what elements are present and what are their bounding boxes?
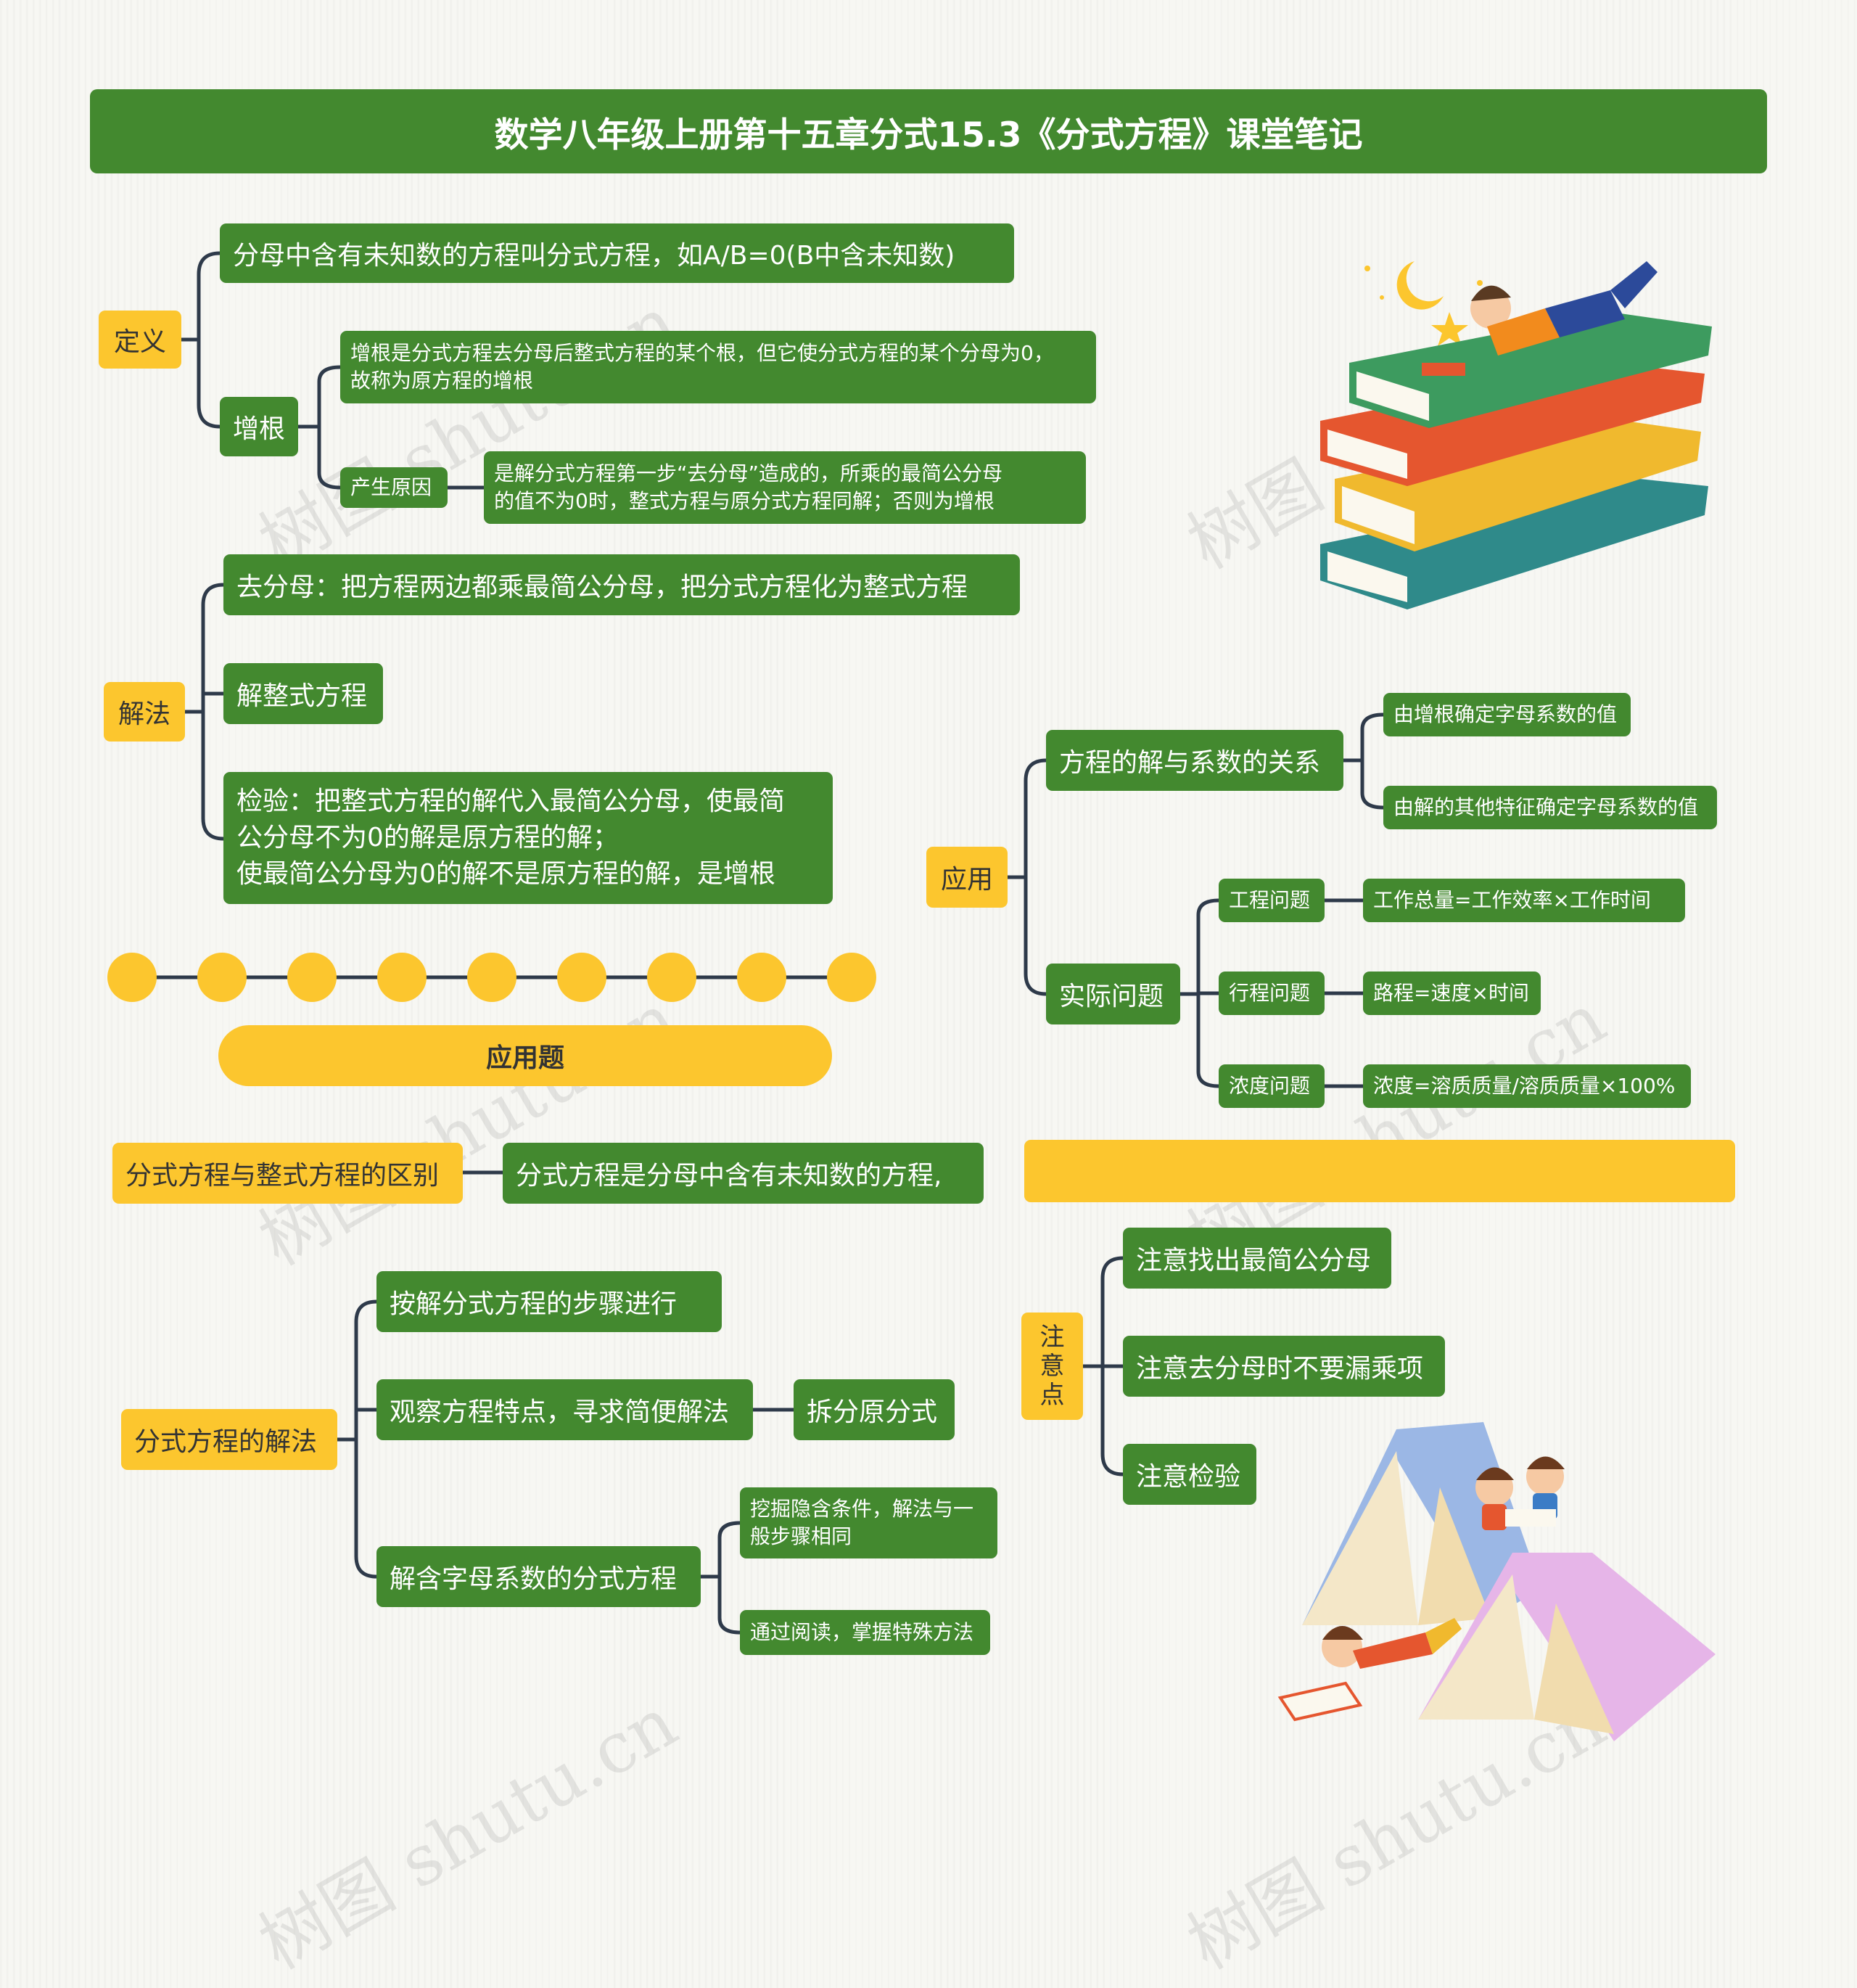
- star-icon: [1431, 312, 1468, 346]
- kids-reading-illustration: [1277, 1422, 1716, 1741]
- decor-dot: [737, 953, 786, 1002]
- solution-label: 解法: [104, 682, 185, 742]
- method-steps: 按解分式方程的步骤进行: [376, 1271, 722, 1332]
- method-observe: 观察方程特点，寻求简便解法: [376, 1379, 753, 1440]
- page-title: 数学八年级上册第十五章分式15.3《分式方程》课堂笔记: [90, 89, 1767, 173]
- decor-dot: [377, 953, 427, 1002]
- attention-label: 注 意 点: [1021, 1313, 1083, 1420]
- attention-item-1: 注意找出最简公分母: [1123, 1228, 1391, 1289]
- application-label: 应用: [926, 847, 1008, 908]
- method-letter: 解含字母系数的分式方程: [376, 1546, 701, 1607]
- decor-dot: [197, 953, 247, 1002]
- difference-text: 分式方程是分母中含有未知数的方程,: [503, 1143, 984, 1204]
- decor-dot: [827, 953, 876, 1002]
- decor-dot: [647, 953, 696, 1002]
- solution-step-2: 解整式方程: [223, 663, 383, 724]
- practical-formula-3: 浓度=溶质质量/溶质质量×100%: [1363, 1064, 1691, 1108]
- books-illustration: [1320, 261, 1712, 609]
- applied-header: 应用题: [218, 1025, 832, 1086]
- decor-dot: [557, 953, 606, 1002]
- decor-bar: [1024, 1140, 1735, 1202]
- decor-dot: [107, 953, 157, 1002]
- zenggen-label: 增根: [220, 397, 298, 456]
- decor-dot: [287, 953, 337, 1002]
- moon-icon: [1396, 261, 1444, 310]
- cause-text: 是解分式方程第一步“去分母”造成的，所乘的最简公分母 的值不为0时，整式方程与原…: [484, 451, 1086, 524]
- attention-item-3: 注意检验: [1123, 1444, 1256, 1505]
- practical-formula-1: 工作总量=工作效率×工作时间: [1363, 879, 1685, 922]
- relation-item-2: 由解的其他特征确定字母系数的值: [1383, 786, 1717, 829]
- relation-label: 方程的解与系数的关系: [1046, 730, 1343, 791]
- practical-name-2: 行程问题: [1219, 972, 1325, 1015]
- practical-label: 实际问题: [1046, 964, 1180, 1024]
- definition-label: 定义: [99, 311, 181, 369]
- practical-name-3: 浓度问题: [1219, 1064, 1325, 1108]
- methods-label: 分式方程的解法: [121, 1409, 337, 1470]
- decor-dot: [467, 953, 516, 1002]
- difference-label: 分式方程与整式方程的区别: [112, 1143, 463, 1204]
- method-hidden: 挖掘隐含条件，解法与一 般步骤相同: [740, 1487, 997, 1558]
- zenggen-desc: 增根是分式方程去分母后整式方程的某个根，但它使分式方程的某个分母为0， 故称为原…: [340, 331, 1096, 403]
- attention-item-2: 注意去分母时不要漏乘项: [1123, 1336, 1445, 1397]
- relation-item-1: 由增根确定字母系数的值: [1383, 693, 1631, 736]
- practical-name-1: 工程问题: [1219, 879, 1325, 922]
- definition-text: 分母中含有未知数的方程叫分式方程，如A/B=0(B中含未知数): [220, 223, 1014, 283]
- solution-step-1: 去分母：把方程两边都乘最简公分母，把分式方程化为整式方程: [223, 554, 1020, 615]
- solution-step-3: 检验：把整式方程的解代入最简公分母，使最简 公分母不为0的解是原方程的解； 使最…: [223, 772, 833, 904]
- cause-label: 产生原因: [340, 467, 448, 508]
- practical-formula-2: 路程=速度×时间: [1363, 972, 1541, 1015]
- method-reading: 通过阅读，掌握特殊方法: [740, 1610, 990, 1655]
- method-split: 拆分原分式: [794, 1379, 955, 1440]
